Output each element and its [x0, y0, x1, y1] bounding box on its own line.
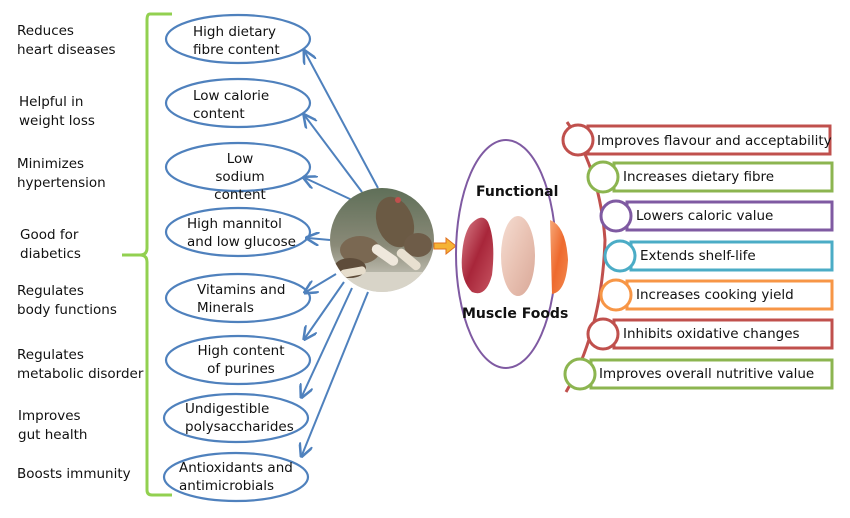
property-line1: Low sodium — [215, 151, 265, 185]
arrow — [305, 281, 345, 338]
benefit-line2: hypertension — [17, 175, 106, 191]
effect-label: Improves overall nutritive value — [599, 366, 815, 382]
red-meat-image — [461, 217, 494, 294]
benefit-line2: metabolic disorder — [17, 366, 144, 382]
effect-bullet-icon — [603, 239, 637, 273]
property-item: High dietary fibre content — [193, 23, 280, 59]
benefit-line2: diabetics — [20, 246, 81, 262]
property-item: Low calorie content — [193, 87, 269, 123]
property-line2: of purines — [207, 361, 275, 377]
property-ellipse — [164, 141, 312, 193]
effect-bullet-icon — [561, 123, 595, 157]
benefit-line1: Regulates — [17, 347, 84, 363]
property-ellipse — [164, 334, 312, 386]
effect-bullet-icon — [586, 160, 620, 194]
benefit-line1: Regulates — [17, 283, 84, 299]
arrow — [302, 291, 369, 455]
benefit-line1: Good for — [20, 227, 79, 243]
effect-box — [612, 318, 834, 350]
benefit-item: Boosts immunity — [17, 465, 131, 484]
property-line2: antimicrobials — [179, 478, 275, 494]
benefit-item: Reduces heart diseases — [17, 22, 116, 60]
benefit-item: Good for diabetics — [20, 226, 81, 264]
muscle-foods-label: Muscle Foods — [462, 306, 569, 322]
effect-box — [612, 161, 834, 193]
property-line1: Vitamins and — [197, 282, 286, 298]
property-line2: content — [193, 106, 245, 122]
benefit-line1: Reduces — [17, 23, 74, 39]
arrow — [305, 52, 379, 189]
benefit-line1: Minimizes — [17, 156, 85, 172]
mushroom-image — [330, 188, 434, 292]
benefit-line1: Boosts immunity — [17, 466, 131, 482]
benefit-item: Regulates metabolic disorder — [17, 346, 143, 384]
effects-spine — [564, 121, 607, 393]
effect-bullet-icon — [563, 357, 597, 391]
property-line1: High mannitol — [187, 216, 282, 232]
arrow — [308, 238, 331, 240]
property-line2: fibre content — [193, 42, 280, 58]
property-ellipse — [164, 13, 312, 65]
property-line1: Antioxidants and — [179, 460, 293, 476]
property-line1: High dietary — [193, 24, 277, 40]
benefit-item: Helpful in weight loss — [19, 93, 95, 131]
effect-bullet-icon — [586, 317, 620, 351]
effect-label: Inhibits oxidative changes — [623, 326, 800, 342]
property-line2: content — [214, 187, 266, 203]
arrow — [305, 116, 363, 193]
benefit-line2: weight loss — [19, 113, 95, 129]
benefit-line2: heart diseases — [17, 42, 116, 58]
benefit-item: Regulates body functions — [17, 282, 117, 320]
property-item: Vitamins and Minerals — [197, 281, 285, 317]
effect-label: Lowers caloric value — [636, 208, 774, 224]
effect-bullet-icon — [599, 199, 633, 233]
benefit-item: Improves gut health — [18, 407, 87, 445]
benefit-line1: Improves — [18, 408, 81, 424]
effect-label: Extends shelf-life — [640, 248, 756, 264]
effect-label: Increases cooking yield — [636, 287, 794, 303]
property-item: High content of purines — [196, 342, 286, 378]
property-item: Undigestible polysaccharides — [185, 400, 294, 436]
benefit-item: Minimizes hypertension — [17, 155, 106, 193]
property-line2: polysaccharides — [185, 419, 294, 435]
benefit-line1: Helpful in — [19, 94, 84, 110]
benefit-line2: body functions — [17, 302, 117, 318]
chicken-breast-image — [501, 216, 535, 296]
arrow — [306, 273, 337, 292]
property-item: High mannitol and low glucose — [187, 215, 296, 251]
benefit-line2: gut health — [18, 427, 88, 443]
food-images — [461, 216, 568, 296]
property-ellipse — [164, 272, 312, 324]
effect-box — [589, 358, 834, 390]
property-line1: Low calorie — [193, 88, 270, 104]
effect-box — [586, 124, 832, 156]
bracket — [122, 12, 172, 497]
property-item: Antioxidants and antimicrobials — [179, 459, 293, 495]
property-line2: and low glucose — [187, 234, 296, 250]
property-line1: Undigestible — [185, 401, 270, 417]
connector-arrow — [433, 236, 457, 256]
property-line1: High content — [197, 343, 285, 359]
salmon-image — [550, 220, 568, 294]
property-ellipse — [164, 77, 312, 129]
effect-label: Increases dietary fibre — [623, 169, 775, 185]
arrow — [305, 178, 353, 201]
property-item: Low sodium content — [200, 150, 280, 204]
functional-label: Functional — [476, 184, 559, 200]
effect-bullet-icon — [599, 278, 633, 312]
arrow — [302, 287, 353, 396]
property-ellipse — [162, 451, 310, 503]
property-ellipse — [162, 392, 310, 444]
effect-label: Improves flavour and acceptability — [597, 133, 832, 149]
property-line2: Minerals — [197, 300, 254, 316]
effect-box — [629, 240, 834, 272]
